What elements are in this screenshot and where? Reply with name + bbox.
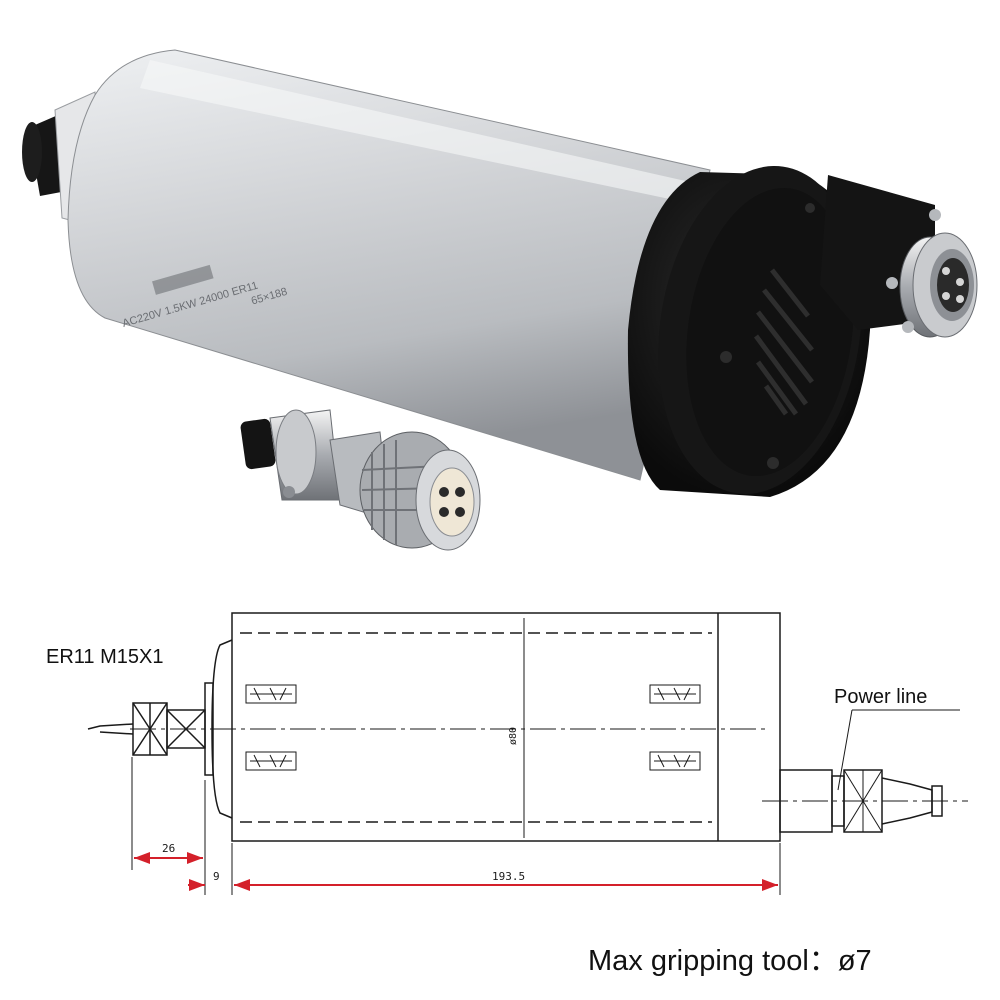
spindle-motor-photo: AC220V 1.5KW 24000 ER11 65×188 bbox=[22, 49, 978, 497]
max-gripping-tool-label: Max gripping tool：ø7 bbox=[588, 945, 872, 977]
dim-193-text: 193.5 bbox=[492, 870, 525, 883]
aviation-plug-photo bbox=[240, 409, 481, 551]
vent-grille bbox=[753, 268, 814, 416]
drawing-fin-marks bbox=[245, 684, 701, 771]
rear-cap bbox=[627, 166, 871, 497]
dimension-lines bbox=[134, 852, 778, 891]
collet-label: ER11 M15X1 bbox=[46, 646, 164, 668]
dim-26-text: 26 bbox=[162, 842, 175, 855]
diameter-text: ø80 bbox=[508, 727, 519, 745]
technical-drawing bbox=[87, 612, 968, 895]
power-line-label: Power line bbox=[834, 686, 928, 708]
aviation-socket bbox=[820, 175, 978, 338]
dim-9-text: 9 bbox=[213, 870, 220, 883]
drawing-body-outline bbox=[231, 612, 781, 842]
